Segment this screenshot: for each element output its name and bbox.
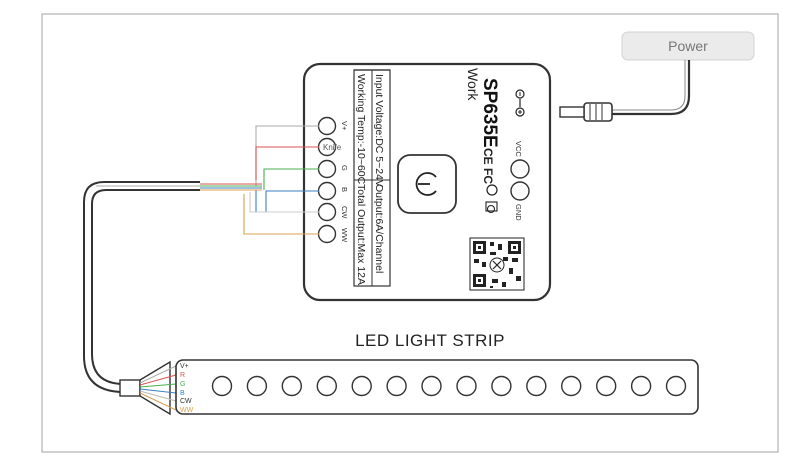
terminal-label-g: G: [340, 165, 349, 171]
model-name: SP635E: [479, 78, 500, 148]
terminal-b: [317, 181, 337, 201]
led-4: [316, 375, 337, 397]
strip-title: LED LIGHT STRIP: [355, 331, 505, 350]
led-14: [665, 375, 687, 397]
polarity-icon: [515, 89, 525, 117]
power-terminals: VCC GND: [510, 141, 530, 221]
strip-cable-inner: [91, 189, 200, 385]
wire-cw: [249, 192, 319, 213]
strip-pin-r: R: [180, 372, 185, 379]
led-7: [421, 375, 442, 397]
power-icon: [415, 172, 437, 196]
led-6: [386, 375, 407, 397]
terminal-label-gnd: GND: [514, 204, 523, 221]
spec-output-channel: Output:6A/Channel: [373, 184, 385, 273]
spec-total-output: Total Output:Max 12A: [355, 184, 367, 285]
strip-pin-ww: WW: [180, 407, 194, 414]
dc-plug: [559, 102, 613, 122]
weee-icon: [485, 201, 498, 212]
strip-pin-g: G: [180, 381, 185, 388]
power-cable-inner: [612, 60, 686, 111]
led-row: [211, 375, 687, 397]
led-8: [456, 375, 477, 397]
strip-connector: [119, 360, 177, 416]
terminal-label-ww: WW: [340, 228, 349, 243]
wire-bundle: [96, 125, 319, 235]
strip-pin-b: B: [180, 390, 185, 397]
power-label-box: Power: [621, 31, 755, 61]
strip-cable-outer: [83, 181, 200, 393]
led-3: [281, 375, 302, 397]
led-1: [211, 375, 233, 397]
wire-r: [255, 146, 319, 180]
led-2: [246, 375, 268, 397]
strip-pin-vplus: V+: [180, 363, 189, 370]
terminal-label-vplus: V+: [340, 121, 349, 131]
power-cable: [612, 60, 691, 116]
strip-pin-cw: CW: [180, 398, 192, 405]
terminal-label-b: B: [340, 187, 349, 192]
power-label: Power: [668, 38, 708, 54]
strip-pin-labels: V+ R G B CW WW: [180, 363, 194, 414]
qr-code: [469, 237, 525, 291]
rohs-icon: [486, 184, 498, 196]
led-13: [630, 375, 652, 397]
terminal-vcc: [510, 159, 530, 179]
spec-input-voltage: Input Voltage:DC 5~24V: [373, 74, 385, 187]
cert-marks: CE FC: [481, 148, 498, 214]
spec-working-temp: Working Temp:-10~60C: [355, 74, 367, 185]
terminal-label-vcc: VCC: [514, 141, 523, 157]
led-11: [561, 375, 582, 397]
terminal-label-knife: Knife: [323, 143, 342, 152]
wire-g: [263, 168, 319, 190]
terminal-g: [317, 159, 337, 179]
terminal-ww: [317, 224, 337, 244]
led-12: [596, 375, 617, 397]
specs-table: Input Voltage:DC 5~24V Working Temp:-10~…: [353, 69, 391, 287]
terminal-label-cw: CW: [340, 206, 349, 219]
led-9: [491, 375, 512, 397]
app-name: Work: [465, 68, 481, 101]
led-10: [526, 375, 547, 397]
cert-ce-fc: CE FC: [481, 148, 495, 184]
power-button[interactable]: [397, 154, 457, 214]
terminal-cw: [317, 202, 337, 222]
terminal-vplus: [317, 116, 337, 136]
terminal-gnd: [510, 181, 530, 201]
recycle-icon: [486, 204, 496, 214]
wire-ww: [243, 194, 319, 235]
led-5: [351, 375, 372, 397]
